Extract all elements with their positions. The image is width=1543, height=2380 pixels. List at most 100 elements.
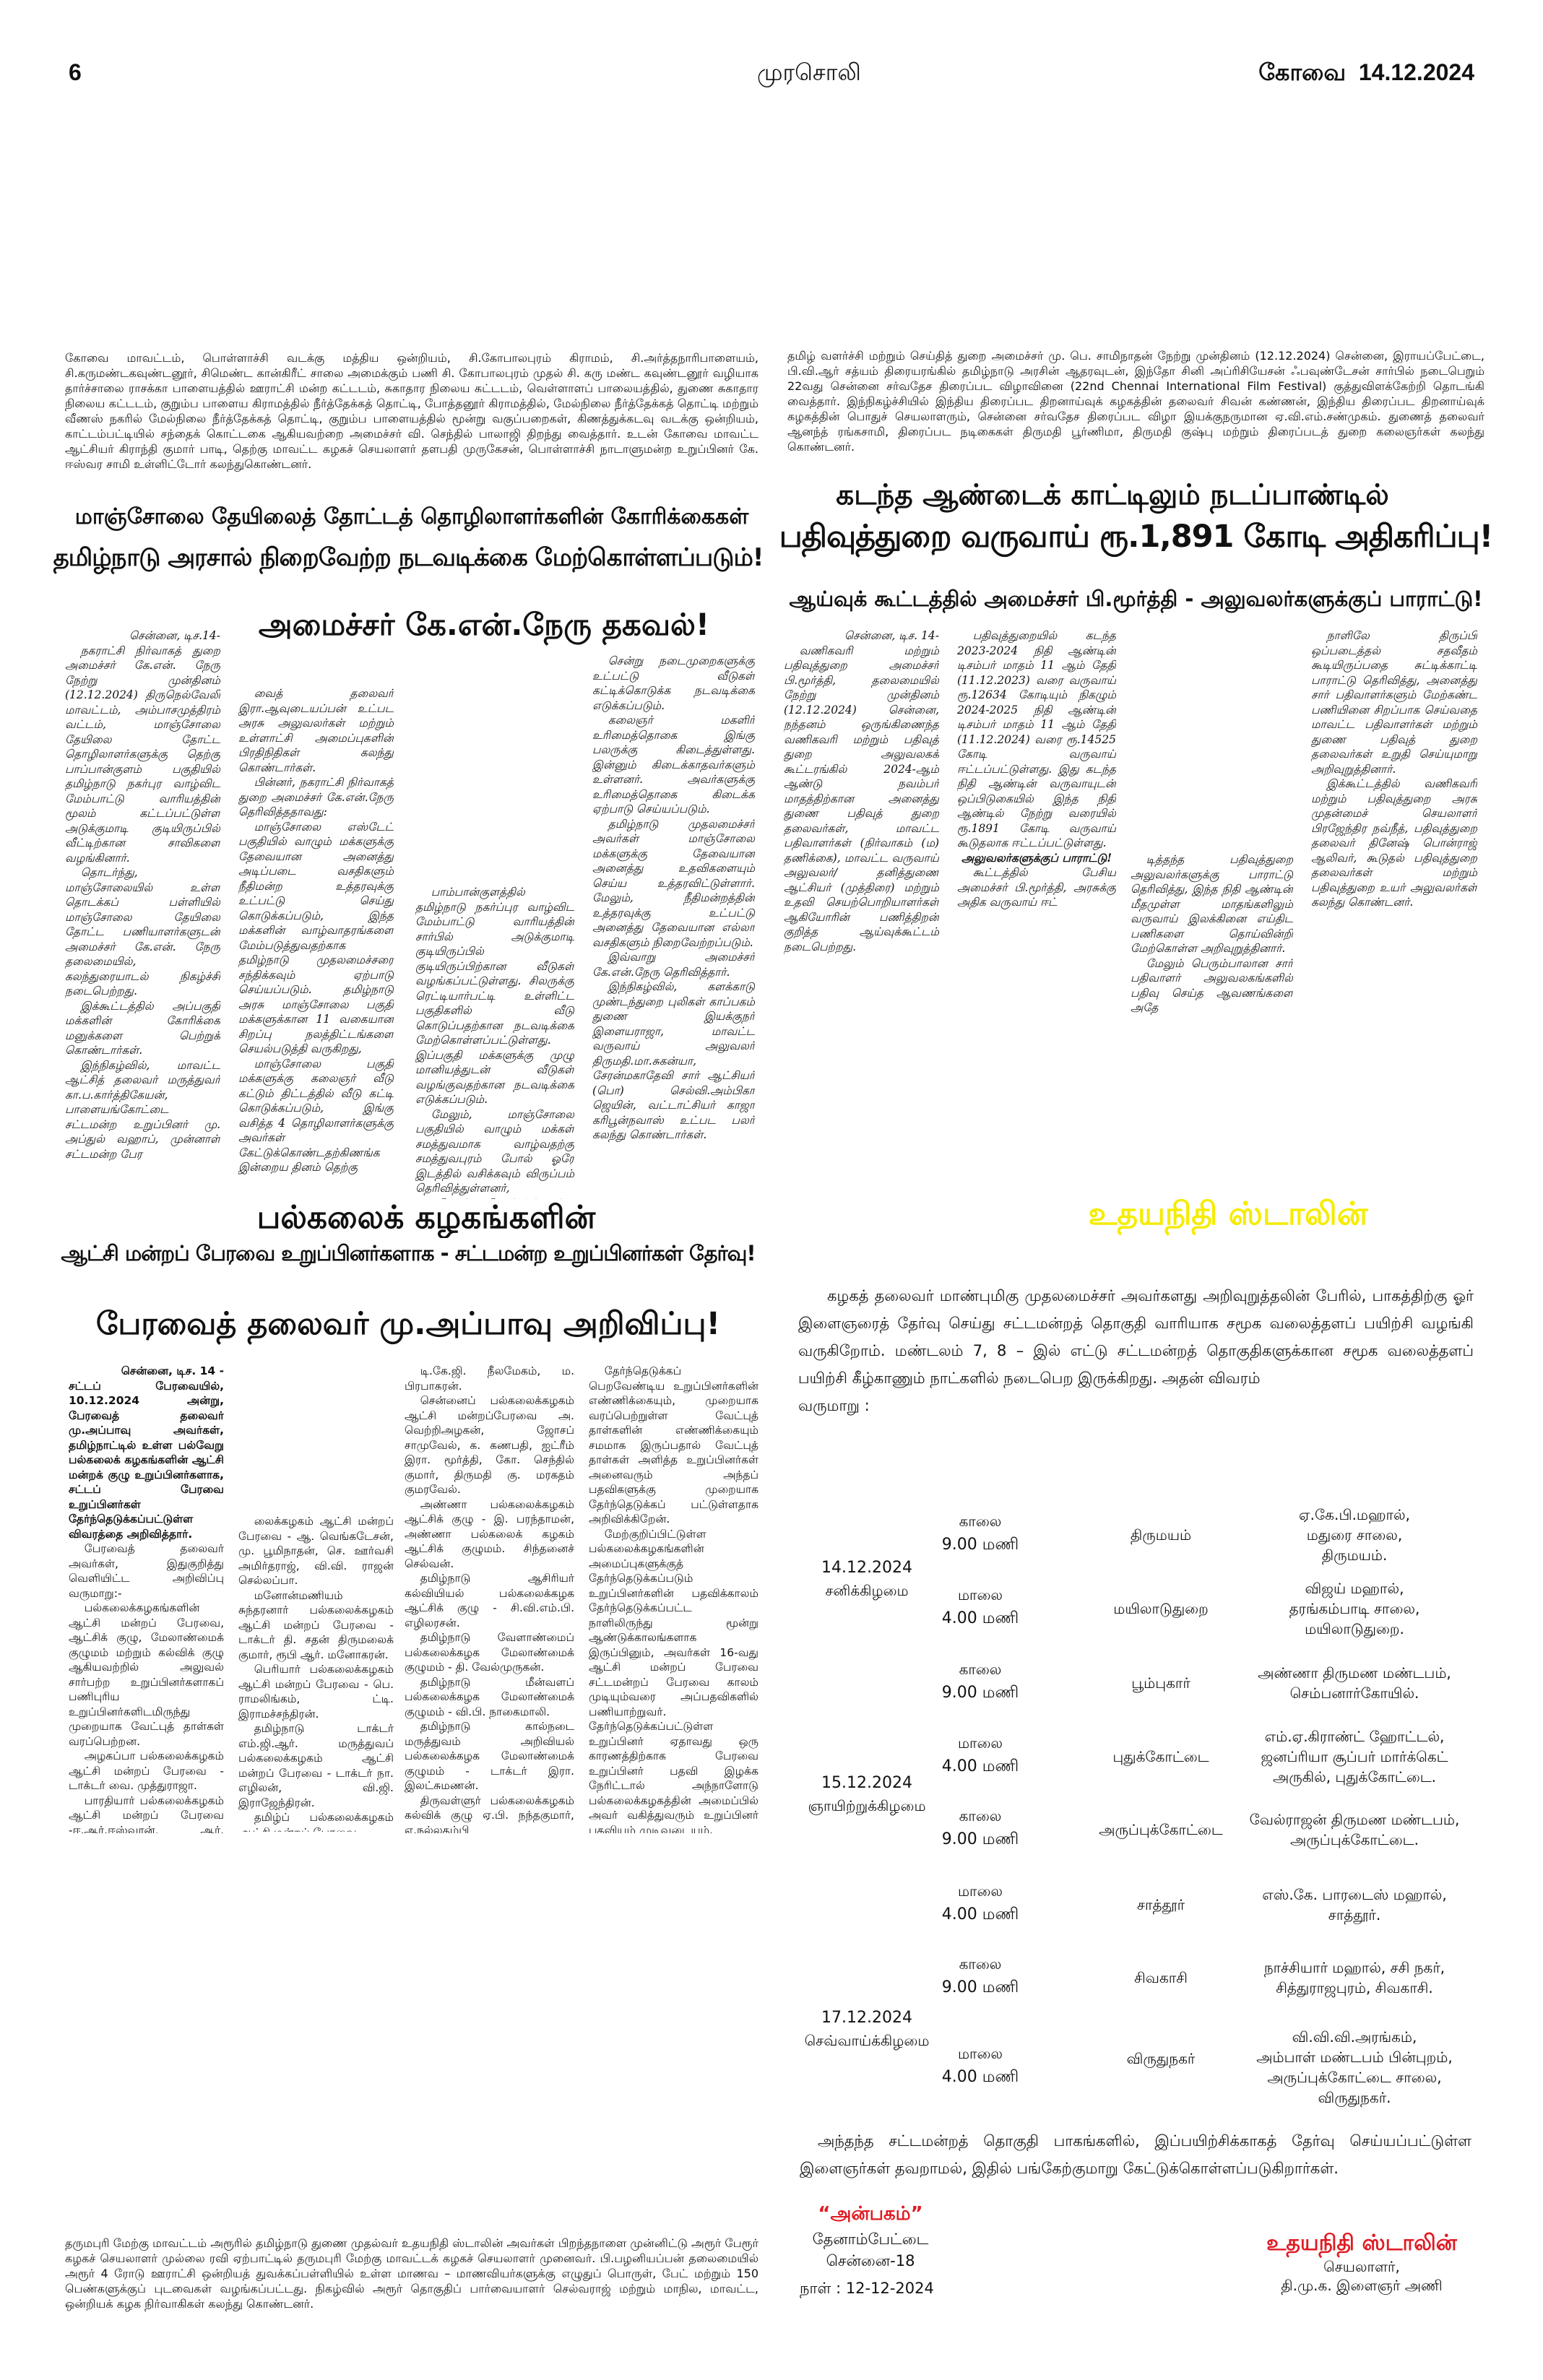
paragraph: இக்கூட்டத்தில் வணிகவரி மற்றும் பதிவுத்து… (1311, 777, 1477, 909)
venue-line: மயிலாடுதுறை. (1305, 1620, 1404, 1637)
schedule-time: 9.00 மணி (941, 1978, 1019, 1996)
schedule-venue: அண்ணா திருமண மண்டபம்,செம்பனார்கோயில். (1232, 1663, 1477, 1703)
dateline: சென்னை, டிச. 14 - (121, 1364, 224, 1377)
schedule-day: செவ்வாய்க்கிழமை (804, 2032, 930, 2049)
venue-line: அருப்புக்கோட்டை சாலை, (1267, 2069, 1442, 2086)
photo-caption-top-left: கோவை மாவட்டம், பொள்ளாச்சி வடக்கு மத்திய … (65, 350, 758, 472)
paragraph: அண்ணா பல்கலைக்கழகம் ஆட்சிக் குழு - இ. பர… (405, 1497, 574, 1570)
paragraph: தமிழ்நாடு முதலமைச்சர் அவர்கள் மாஞ்சோலை ம… (592, 817, 755, 949)
paragraph: அழகப்பா பல்கலைக்கழகம் ஆட்சி மன்றப் பேரவை… (69, 1749, 224, 1792)
signatory-name: உதயநிதி ஸ்டாலின் (1266, 2230, 1457, 2256)
venue-line: வேல்ராஜன் திருமண மண்டபம், (1249, 1811, 1460, 1828)
schedule-session: காலை (959, 1661, 1002, 1678)
ad-closing-text: அந்தந்த சட்டமன்றத் தொகுதி பாகங்களில், இப… (800, 2132, 1471, 2177)
schedule-session: காலை (959, 1955, 1002, 1973)
dateline: சென்னை, டிச.14- (129, 629, 220, 642)
venue-line: விருதுநகர். (1318, 2089, 1391, 2106)
paragraph: பெரியார் பல்கலைக்கழகம் ஆட்சி மன்றப் பேரவ… (238, 1663, 394, 1721)
paragraph: நகராட்சி நிர்வாகத் துறை அமைச்சர் கே.என்.… (65, 644, 220, 865)
paragraph: திருவள்ளுர் பல்கலைக்கழகம் கல்விக் குழு ஏ… (405, 1793, 574, 1834)
paragraph: தமிழ்நாடு டாக்டர் எம்.ஜி.ஆர். மருத்துவப்… (238, 1722, 394, 1809)
article-column: பாம்பான்குளத்தில் தமிழ்நாடு நகர்ப்புர வா… (415, 885, 574, 1199)
paragraph: மேற்குறிப்பிட்டுள்ள பல்கலைக்கழகங்களின் அ… (589, 1527, 758, 1834)
caption-text: கோவை மாவட்டம், பொள்ளாச்சி வடக்கு மத்திய … (65, 351, 759, 471)
paragraph: இந்நிகழ்வில், மாவட்ட ஆட்சித் தலைவர் மருத… (65, 1058, 220, 1161)
article-column: டித்தந்த பதிவுத்துறை அலுவலர்களுக்கு பாரா… (1131, 852, 1293, 1018)
paragraph: தமிழ்நாடு கால்நடை மருத்துவம் அறிவியல் பல… (405, 1720, 574, 1792)
paragraph: தமிழ்நாடு மீன்வளப் பல்கலைக்கழக மேலாண்மைக… (405, 1675, 574, 1718)
venue-line: திருமயம். (1321, 1546, 1388, 1564)
lead-paragraph: சட்டப் பேரவையில், 10.12.2024 அன்று, பேரவ… (69, 1379, 224, 1541)
schedule-time: காலை9.00 மணி (908, 1806, 1053, 1853)
article-subheadline: பேரவைத் தலைவர் மு.அப்பாவு அறிவிப்பு! (95, 1306, 721, 1342)
venue-line: அம்பாள் மண்டபம் பின்புறம், (1256, 2048, 1453, 2066)
schedule-session: காலை (959, 1807, 1002, 1825)
schedule-session: மாலை (957, 2045, 1003, 2062)
schedule-date: 17.12.2024 செவ்வாய்க்கிழமை (787, 2006, 946, 2051)
article-headline: ஆட்சி மன்றப் பேரவை உறுப்பினர்களாக - சட்ட… (61, 1241, 756, 1265)
paragraph: இவ்வாறு அமைச்சர் கே.என்.நேரு தெரிவித்தார… (592, 951, 755, 979)
schedule-venue: வேல்ராஜன் திருமண மண்டபம்,அருப்புக்கோட்டை… (1232, 1809, 1477, 1850)
schedule-time: 9.00 மணி (941, 1536, 1019, 1554)
notice-date: நாள் : 12-12-2024 (800, 2280, 934, 2297)
schedule-venue: ஏ.கே.பி.மஹால்,மதுரை சாலை,திருமயம். (1232, 1505, 1477, 1565)
article-column: சென்னை, டிச. 14- வணிகவரி மற்றும் பதிவுத்… (784, 628, 939, 1018)
paragraph: இக்கூட்டத்தில் அப்பகுதி மக்களின் கோரிக்க… (65, 999, 220, 1057)
ad-closing: அந்தந்த சட்டமன்றத் தொகுதி பாகங்களில், இப… (800, 2127, 1471, 2182)
paragraph: கலைஞர் மகளிர் உரிமைத்தொகை இங்கு பலருக்கு… (592, 714, 755, 815)
schedule-place: பூம்புகார் (1131, 1674, 1190, 1692)
paragraph: பாம்பான்குளத்தில் தமிழ்நாடு நகர்ப்புர வா… (415, 886, 574, 1106)
schedule-venue: எம்.ஏ.கிராண்ட் ஹோட்டல்,ஜனப்ரியா சூப்பர் … (1232, 1726, 1477, 1787)
paragraph: தமிழ்நாடு ஆசிரியர் கல்வியியல் பல்கலைக்கழ… (405, 1572, 574, 1630)
article-headline: தமிழ்நாடு அரசால் நிறைவேற்ற நடவடிக்கை மேற… (53, 543, 764, 572)
schedule-time: 4.00 மணி (941, 2068, 1019, 2086)
paragraph: இந்நிகழ்வில், களக்காடு முண்டந்துறை புலிக… (592, 980, 755, 1141)
ad-intro: கழகத் தலைவர் மாண்புமிகு முதலமைச்சர் அவர்… (798, 1282, 1474, 1419)
schedule-date: 15.12.2024 (821, 1774, 912, 1792)
schedule-session: மாலை (957, 1882, 1003, 1900)
article-kicker: மாஞ்சோலை தேயிலைத் தோட்டத் தொழிலாளர்களின்… (74, 504, 749, 529)
paragraph: நாளிலே திருப்பி ஒப்படைத்தல் சதவீதம் கூடி… (1311, 629, 1477, 776)
paragraph: பேரவைத் தலைவர் அவர்கள், இதுகுறித்து வெளி… (69, 1542, 224, 1600)
schedule-place: மயிலாடுதுறை (1113, 1600, 1209, 1617)
schedule-place: அருப்புக்கோட்டை (1099, 1821, 1223, 1838)
paragraph: பின்னர், நகராட்சி நிர்வாகத் துறை அமைச்சர… (238, 776, 394, 818)
venue-line: ஏ.கே.பி.மஹால், (1299, 1506, 1410, 1523)
article-subheadline: அமைச்சர் கே.என்.நேரு தகவல்! (258, 607, 710, 642)
paragraph: மாஞ்சோலை பகுதி மக்களுக்கு கலைஞர் வீடு கட… (238, 1057, 394, 1174)
paragraph: சென்னைப் பல்கலைக்கழகம் ஆட்சி மன்றப்பேரவை… (405, 1394, 574, 1496)
schedule-session: காலை (959, 1513, 1002, 1530)
article-column: லைக்கழகம் ஆட்சி மன்றப் பேரவை - ஆ. வெங்கட… (238, 1514, 394, 1832)
schedule-time: மாலை 4.00 மணி (908, 2043, 1053, 2091)
ad-intro-text: கழகத் தலைவர் மாண்புமிகு முதலமைச்சர் அவர்… (798, 1287, 1474, 1387)
signatory-org: தி.மு.க. இளைஞர் அணி (1281, 2277, 1443, 2294)
article-column: பதிவுத்துறையில் கடந்த 2023-2024 நிதி ஆண்… (957, 628, 1116, 1018)
article-column: சென்று நடைமுறைகளுக்கு உட்பட்டு வீடுகள் க… (592, 654, 755, 1199)
article-subhead: அலுவலர்களுக்குப் பாராட்டு! (961, 850, 1112, 865)
paragraph: பல்கலைக்கழகங்களின் ஆட்சி மன்றப் பேரவை, ஆ… (69, 1601, 224, 1748)
address-line: தேனாம்பேட்டை (812, 2230, 929, 2248)
edition-date: கோவை 14.12.2024 (1258, 59, 1474, 89)
address-name: “அன்பகம்” (818, 2203, 923, 2225)
venue-line: சாத்தூர். (1328, 1906, 1381, 1924)
caption-text: தமிழ் வளர்ச்சி மற்றும் செய்தித் துறை அமை… (787, 349, 1484, 454)
article-kicker: பல்கலைக் கழகங்களின் (256, 1199, 596, 1236)
paragraph: மாஞ்சோலை எஸ்டேட் பகுதியில் வாழும் மக்களு… (238, 820, 394, 1056)
article-column: தேர்ந்தெடுக்கப் பெறவேண்டிய உறுப்பினர்களி… (589, 1364, 758, 1833)
paragraph: தேர்ந்தெடுக்கப் பெறவேண்டிய உறுப்பினர்களி… (589, 1364, 758, 1526)
schedule-session: மாலை (957, 1586, 1003, 1604)
schedule-place: புதுக்கோட்டை (1112, 1748, 1209, 1765)
issue-date: 14.12.2024 (1358, 59, 1474, 85)
schedule-session: மாலை (957, 1734, 1003, 1752)
venue-line: அருகில், புதுக்கோட்டை. (1272, 1768, 1437, 1786)
schedule-time: மாலை4.00 மணி (908, 1881, 1053, 1929)
photo-caption-top-right: தமிழ் வளர்ச்சி மற்றும் செய்தித் துறை அமை… (787, 348, 1484, 454)
schedule-venue: விஜய் மஹால்,தரங்கம்பாடி சாலை,மயிலாடுதுறை… (1232, 1578, 1477, 1639)
venue-line: நாச்சியார் மஹால், சசி நகர், (1263, 1959, 1445, 1976)
paragraph: மனோன்மணியம் சுந்தரனார் பல்கலைக்கழகம் ஆட்… (238, 1588, 394, 1661)
venue-line: விஜய் மஹால், (1305, 1580, 1404, 1597)
schedule-date: 17.12.2024 (821, 2009, 912, 2027)
schedule-place: விருதுநகர் (1126, 2050, 1196, 2067)
schedule-place: திருமயம் (1130, 1526, 1192, 1544)
